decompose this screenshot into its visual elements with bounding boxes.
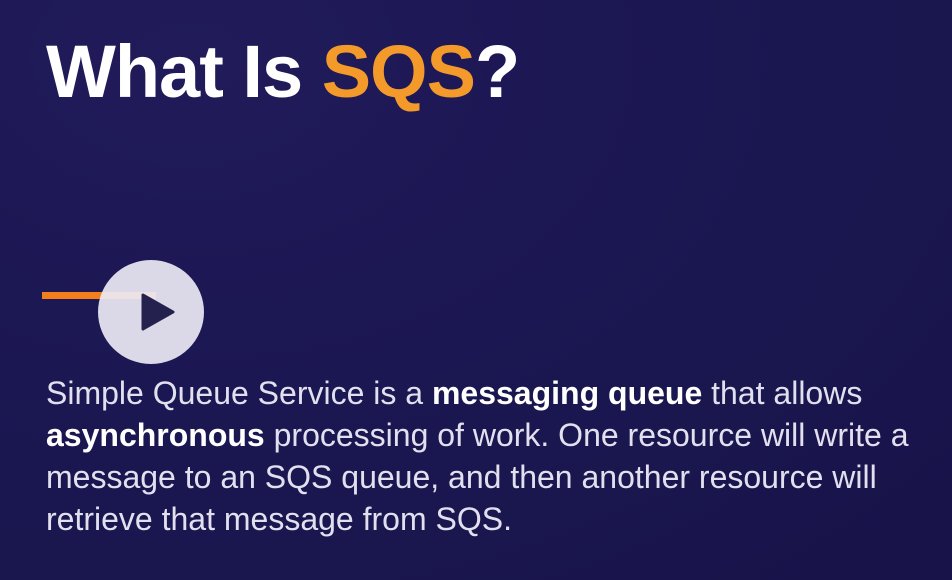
description-segment: Simple Queue Service is a xyxy=(46,375,432,411)
description-segment: that allows xyxy=(702,375,863,411)
play-icon xyxy=(141,293,175,331)
play-button[interactable] xyxy=(98,260,204,364)
title-highlight: SQS xyxy=(321,30,476,113)
accent-bar xyxy=(42,292,156,299)
description-emphasis: messaging queue xyxy=(431,375,703,411)
description-emphasis: asynchronous xyxy=(46,417,265,453)
title-prefix: What Is xyxy=(46,30,322,113)
description-text: Simple Queue Service is a messaging queu… xyxy=(46,372,936,540)
page-title: What Is SQS? xyxy=(46,22,520,122)
title-suffix: ? xyxy=(474,30,520,113)
description-segment: processing of work. One resource will wr… xyxy=(46,417,909,537)
